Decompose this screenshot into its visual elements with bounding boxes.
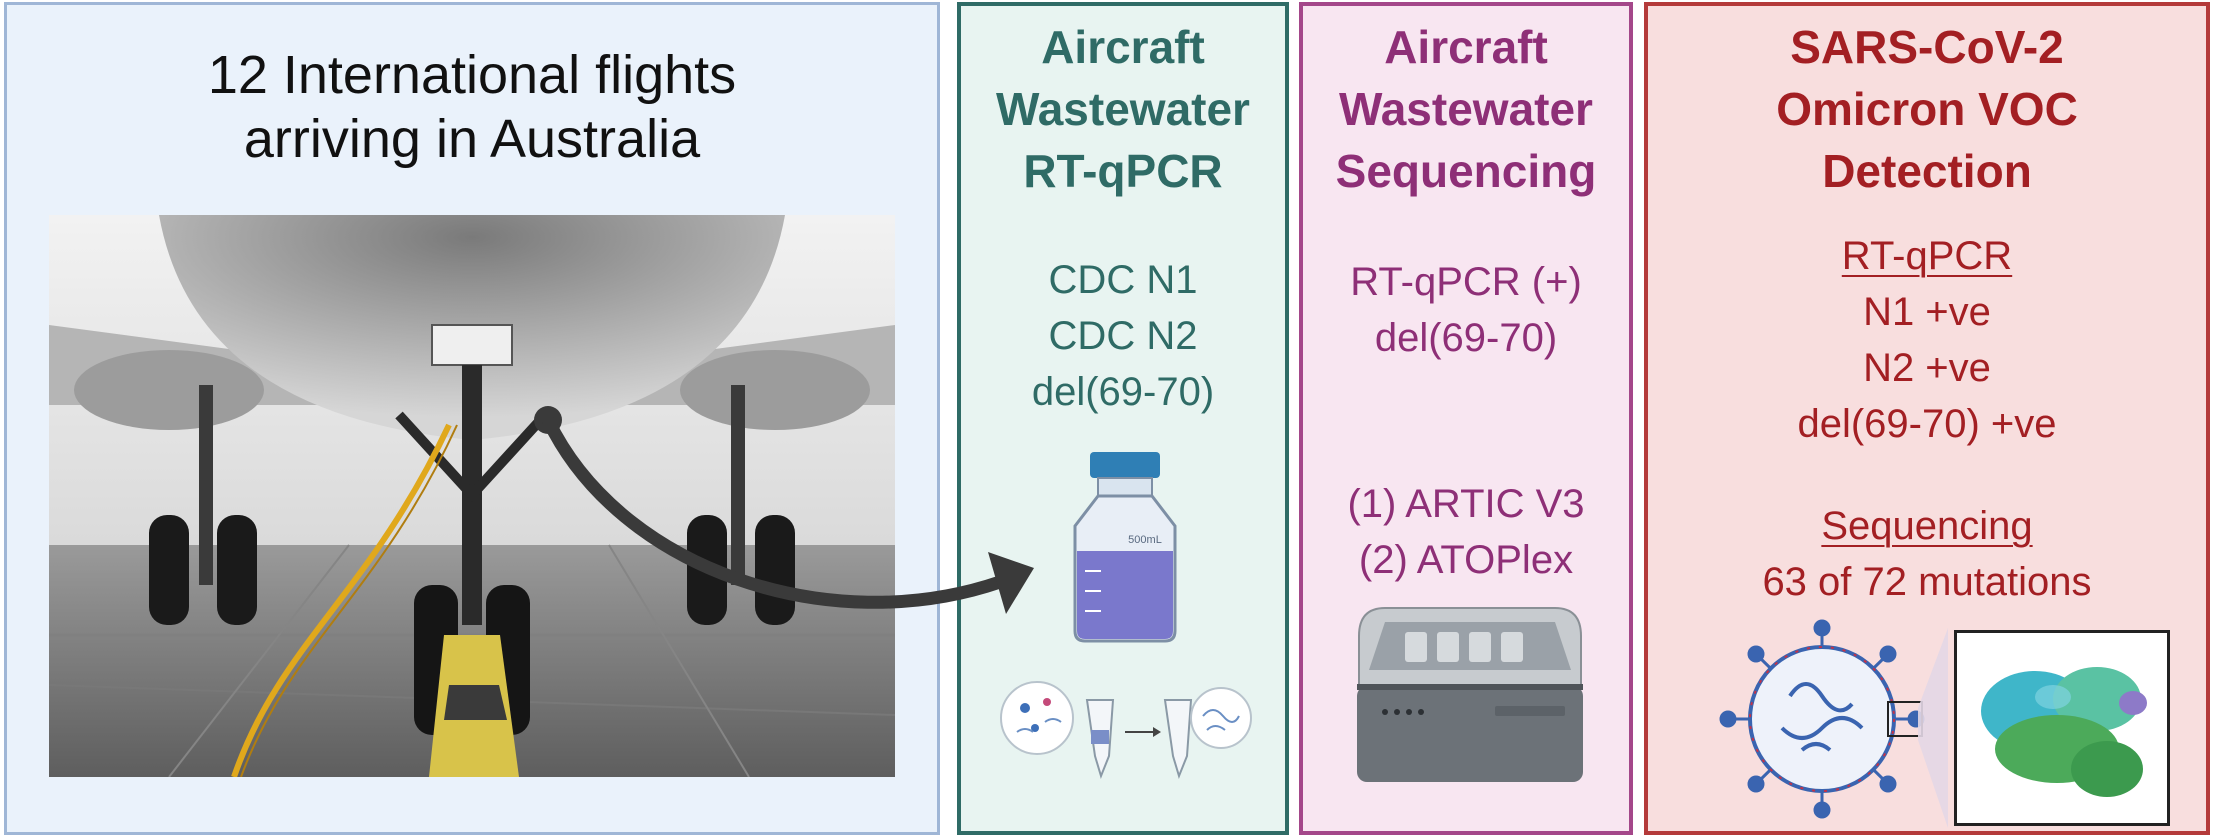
- zoom-connector: [1918, 628, 1948, 828]
- rtqpcr-title: Aircraft Wastewater RT-qPCR: [996, 21, 1250, 197]
- spike-protein-structure-icon: [1981, 667, 2147, 797]
- bottle-volume-label: 500mL: [1128, 534, 1162, 546]
- method-item: (2) ATOPlex: [1358, 538, 1574, 582]
- sequencing-panel: Aircraft Wastewater Sequencing RT-qPCR (…: [1299, 2, 1633, 835]
- rtqpcr-results-heading: RT-qPCR: [1841, 234, 2013, 278]
- criteria-item: RT-qPCR (+): [1350, 260, 1582, 304]
- rtqpcr-results: RT-qPCR N1 +ve N2 +ve del(69-70) +ve: [1648, 228, 2206, 452]
- aircraft-photo: [49, 215, 895, 777]
- flights-title: 12 International flights arriving in Aus…: [207, 45, 737, 169]
- sequencing-results-heading: Sequencing: [1821, 504, 2033, 548]
- sequencing-criteria: RT-qPCR (+) del(69-70): [1303, 254, 1629, 366]
- mutation-count: 63 of 72 mutations: [1762, 560, 2092, 604]
- criteria-item: del(69-70): [1374, 316, 1558, 360]
- method-item: (1) ARTIC V3: [1347, 482, 1585, 526]
- virus-particle-icon: [1719, 619, 1925, 819]
- sequencing-title: Aircraft Wastewater Sequencing: [1335, 21, 1597, 197]
- result-item: del(69-70) +ve: [1797, 402, 2057, 446]
- sequencing-methods: (1) ARTIC V3 (2) ATOPlex: [1303, 476, 1629, 588]
- assay-item: CDC N2: [1048, 314, 1198, 358]
- flights-panel: 12 International flights arriving in Aus…: [4, 2, 940, 835]
- rtqpcr-panel: Aircraft Wastewater RT-qPCR CDC N1 CDC N…: [957, 2, 1289, 835]
- sequencer-instrument-icon: [1357, 607, 1583, 782]
- rtqpcr-assay-list: CDC N1 CDC N2 del(69-70): [961, 252, 1285, 420]
- sequencing-results: Sequencing 63 of 72 mutations: [1648, 498, 2206, 610]
- sample-bottle-icon: 500mL: [1073, 452, 1177, 643]
- assay-item: CDC N1: [1048, 258, 1198, 302]
- result-item: N2 +ve: [1863, 346, 1991, 390]
- detection-title: SARS-CoV-2 Omicron VOC Detection: [1776, 21, 2078, 197]
- result-item: N1 +ve: [1863, 290, 1991, 334]
- assay-item: del(69-70): [1031, 370, 1215, 414]
- spike-protein-inset: [1954, 630, 2170, 826]
- extraction-process-icon: [1000, 681, 1252, 780]
- detection-panel: SARS-CoV-2 Omicron VOC Detection RT-qPCR…: [1644, 2, 2210, 835]
